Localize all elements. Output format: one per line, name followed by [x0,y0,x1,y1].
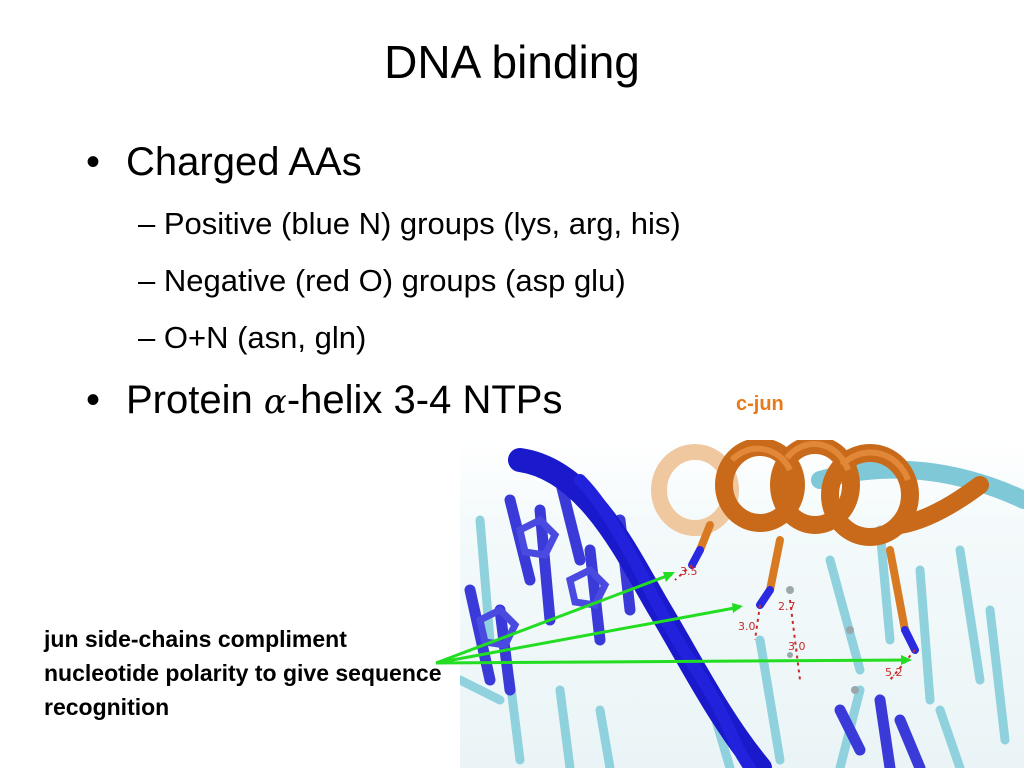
dash-glyph: – [138,320,156,355]
distance-label: 5.2 [885,666,903,679]
figure-caption: jun side-chains compliment nucleotide po… [44,626,442,720]
distance-label: 3.5 [680,565,698,578]
dash-glyph: – [138,263,156,298]
bullet-text-before: Protein [126,378,264,422]
sub-bullet-positive: – Positive (blue N) groups (lys, arg, hi… [138,204,681,244]
distance-label: 2.7 [778,600,796,613]
slide-title: DNA binding [384,36,640,88]
sub-bullet-polar: – O+N (asn, gln) [138,318,366,358]
hydrogen-bonds [674,564,916,681]
side-chains [696,521,909,634]
bullet-text-after: -helix 3-4 NTPs [286,378,563,422]
bullet-glyph: • [86,140,101,184]
atoms [786,586,859,694]
alpha-symbol: α [263,382,287,422]
dash-glyph: – [138,206,156,241]
distance-label: 3.0 [738,620,756,633]
bullet-protein-helix: • Protein α-helix 3-4 NTPs [86,376,562,426]
bullet-glyph: • [86,378,101,422]
dna-protein-structure-image: 3.5 2.7 3.0 3.0 5.2 [460,440,1024,768]
sub-bullet-text: Negative (red O) groups (asp glu) [163,263,626,298]
distance-label: 3.0 [788,640,806,653]
c-jun-label: c-jun [736,393,784,415]
sub-bullet-text: Positive (blue N) groups (lys, arg, his) [163,206,681,241]
bullet-text: Charged AAs [126,140,362,184]
sub-bullet-negative: – Negative (red O) groups (asp glu) [138,261,626,301]
sub-bullet-text: O+N (asn, gln) [163,320,367,355]
bullet-charged-aas: • Charged AAs [86,138,362,186]
